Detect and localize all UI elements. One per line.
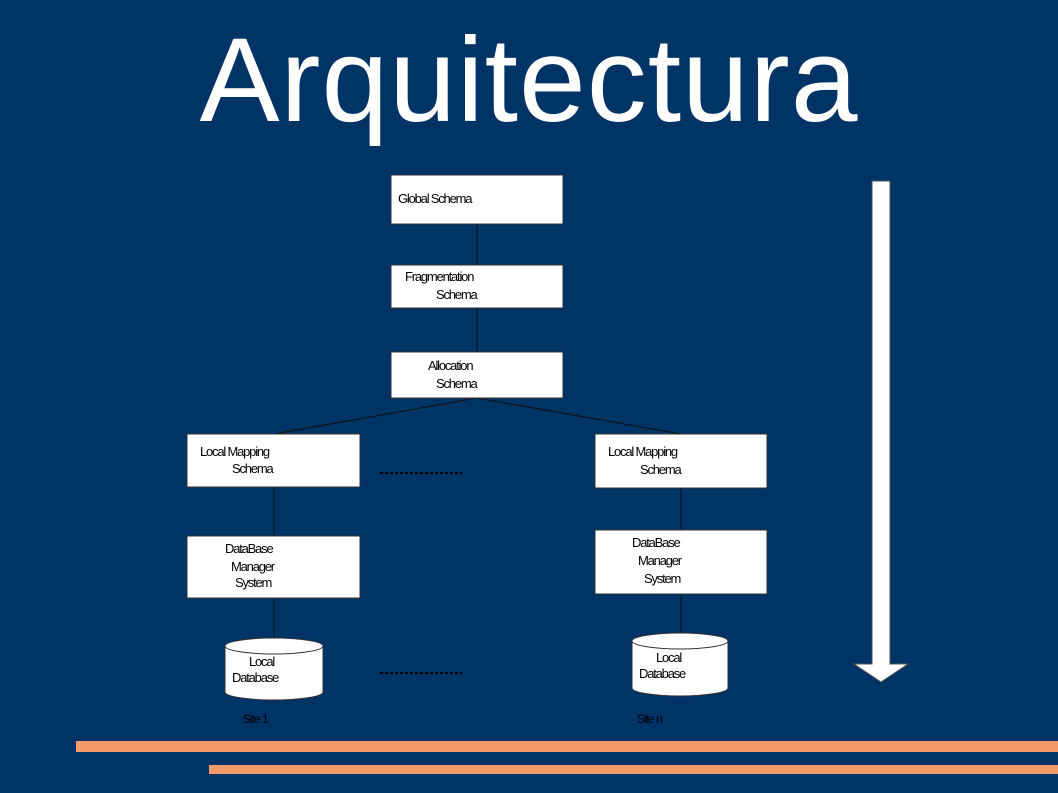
fragmentation-schema-box: Fragmentation Schema [390, 264, 564, 309]
global-schema-box: Global Schema [390, 174, 564, 225]
dbms-n-box: DataBase Manager System [594, 529, 768, 595]
site-n-label: Site n [637, 712, 662, 726]
fragmentation-schema-label-line1: Fragmentation [405, 269, 474, 284]
site-1-label: Site 1 [243, 712, 269, 726]
local-db-1-label-line2: Database [232, 670, 279, 685]
global-schema-label: Global Schema [398, 191, 473, 206]
dbms-n-label-line2: Manager [638, 553, 683, 568]
allocation-schema-box: Allocation Schema [390, 351, 564, 399]
allocation-schema-label-line1: Allocation [428, 358, 473, 373]
local-mapping-schema-1-box: Local Mapping Schema [186, 433, 361, 488]
dbms-n-label-line1: DataBase [632, 535, 680, 550]
local-db-n-label-line1: Local [656, 650, 682, 665]
accent-bar-top [76, 741, 1058, 752]
local-mapping-n-label-line2: Schema [640, 462, 682, 477]
dbms-n-label-line3: System [644, 571, 681, 586]
local-database-n-cylinder-icon: Local Database [631, 632, 729, 697]
allocation-schema-label-line2: Schema [436, 376, 478, 391]
connector-allocation-localmap-1 [273, 397, 478, 435]
local-mapping-1-label-line2: Schema [232, 461, 274, 476]
local-mapping-schema-n-box: Local Mapping Schema [594, 433, 768, 489]
dbms-1-box: DataBase Manager System [186, 535, 361, 599]
dbms-1-label-line2: Manager [231, 559, 276, 574]
local-mapping-n-label-line1: Local Mapping [608, 444, 678, 459]
fragmentation-schema-label-line2: Schema [436, 287, 478, 302]
connector-allocation-localmap-n [476, 397, 682, 435]
down-arrow-icon [852, 180, 910, 683]
local-db-n-label-line2: Database [639, 666, 686, 681]
local-db-1-label-line1: Local [249, 654, 275, 669]
slide-title: Arquitectura [199, 13, 859, 147]
local-database-1-cylinder-icon: Local Database [224, 637, 324, 701]
dbms-1-label-line1: DataBase [225, 541, 273, 556]
accent-bar-bottom [209, 765, 1058, 774]
local-mapping-1-label-line1: Local Mapping [200, 444, 270, 459]
dbms-1-label-line3: System [235, 575, 272, 590]
